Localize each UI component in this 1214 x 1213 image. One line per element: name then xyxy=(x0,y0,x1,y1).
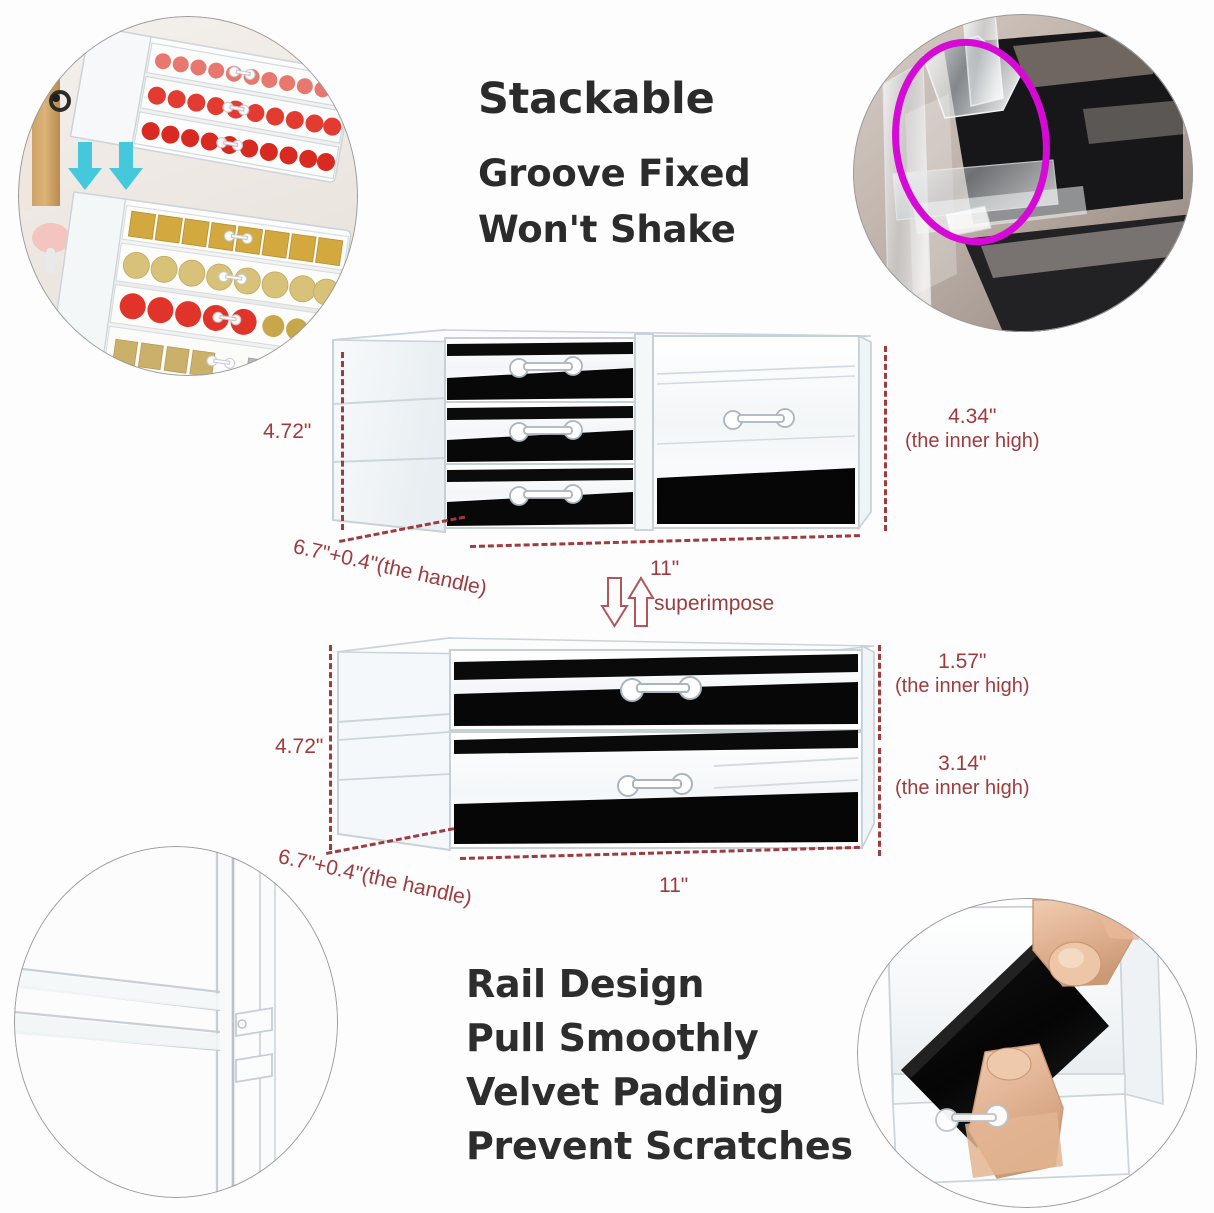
guide-line-lower-left xyxy=(329,645,332,850)
stacked-organizers-with-lipsticks-photo xyxy=(18,16,358,376)
drawer-handle-icon xyxy=(620,676,702,702)
dimension-lower-top-drawer-value: 1.57" xyxy=(938,650,987,673)
lower-organizer-illustration xyxy=(334,628,879,860)
superimpose-label: superimpose xyxy=(654,592,775,615)
feature-prevent-scratches: Prevent Scratches xyxy=(466,1124,853,1168)
dimension-upper-inner-height: 4.34" (the inner high) xyxy=(905,405,1040,453)
down-arrow-icon xyxy=(68,142,143,190)
page-title: Stackable xyxy=(478,74,715,124)
dimension-lower-width: 11" xyxy=(659,874,689,897)
velvet-pad-removal-photo xyxy=(857,898,1197,1208)
feature-velvet-padding: Velvet Padding xyxy=(466,1070,785,1114)
drawer-handle-icon xyxy=(617,773,693,797)
rail-closeup-photo xyxy=(14,846,338,1198)
dimension-lower-top-drawer: 1.57" (the inner high) xyxy=(895,650,1030,698)
drawer-handle-icon xyxy=(509,356,583,506)
dimension-lower-bottom-drawer-note: (the inner high) xyxy=(895,776,1030,799)
feature-rail-design: Rail Design xyxy=(466,962,705,1006)
guide-line-lower-right-top xyxy=(878,645,881,740)
dimension-upper-height: 4.72" xyxy=(263,420,312,443)
highlight-ellipse-icon xyxy=(892,38,1050,246)
guide-line-lower-right-bottom xyxy=(878,748,881,856)
upper-organizer-illustration xyxy=(327,322,877,544)
dimension-upper-inner-height-note: (the inner high) xyxy=(905,429,1040,452)
guide-line-upper-left xyxy=(341,352,344,530)
dimension-lower-height: 4.72" xyxy=(275,735,324,758)
subtitle-wont-shake: Won't Shake xyxy=(478,208,736,251)
guide-line-upper-right xyxy=(884,346,887,531)
superimpose-arrows-icon xyxy=(600,576,656,628)
dimension-lower-bottom-drawer: 3.14" (the inner high) xyxy=(895,752,1030,800)
subtitle-groove-fixed: Groove Fixed xyxy=(478,152,751,195)
groove-corner-closeup-photo xyxy=(853,14,1193,332)
feature-pull-smoothly: Pull Smoothly xyxy=(466,1016,759,1060)
dimension-lower-top-drawer-note: (the inner high) xyxy=(895,674,1030,697)
drawer-handle-icon xyxy=(723,408,795,430)
dimension-upper-width: 11" xyxy=(650,557,680,580)
dimension-upper-depth: 6.7"+0.4"(the handle) xyxy=(291,535,489,601)
dimension-lower-bottom-drawer-value: 3.14" xyxy=(938,752,987,775)
dimension-upper-inner-height-value: 4.34" xyxy=(948,405,997,428)
